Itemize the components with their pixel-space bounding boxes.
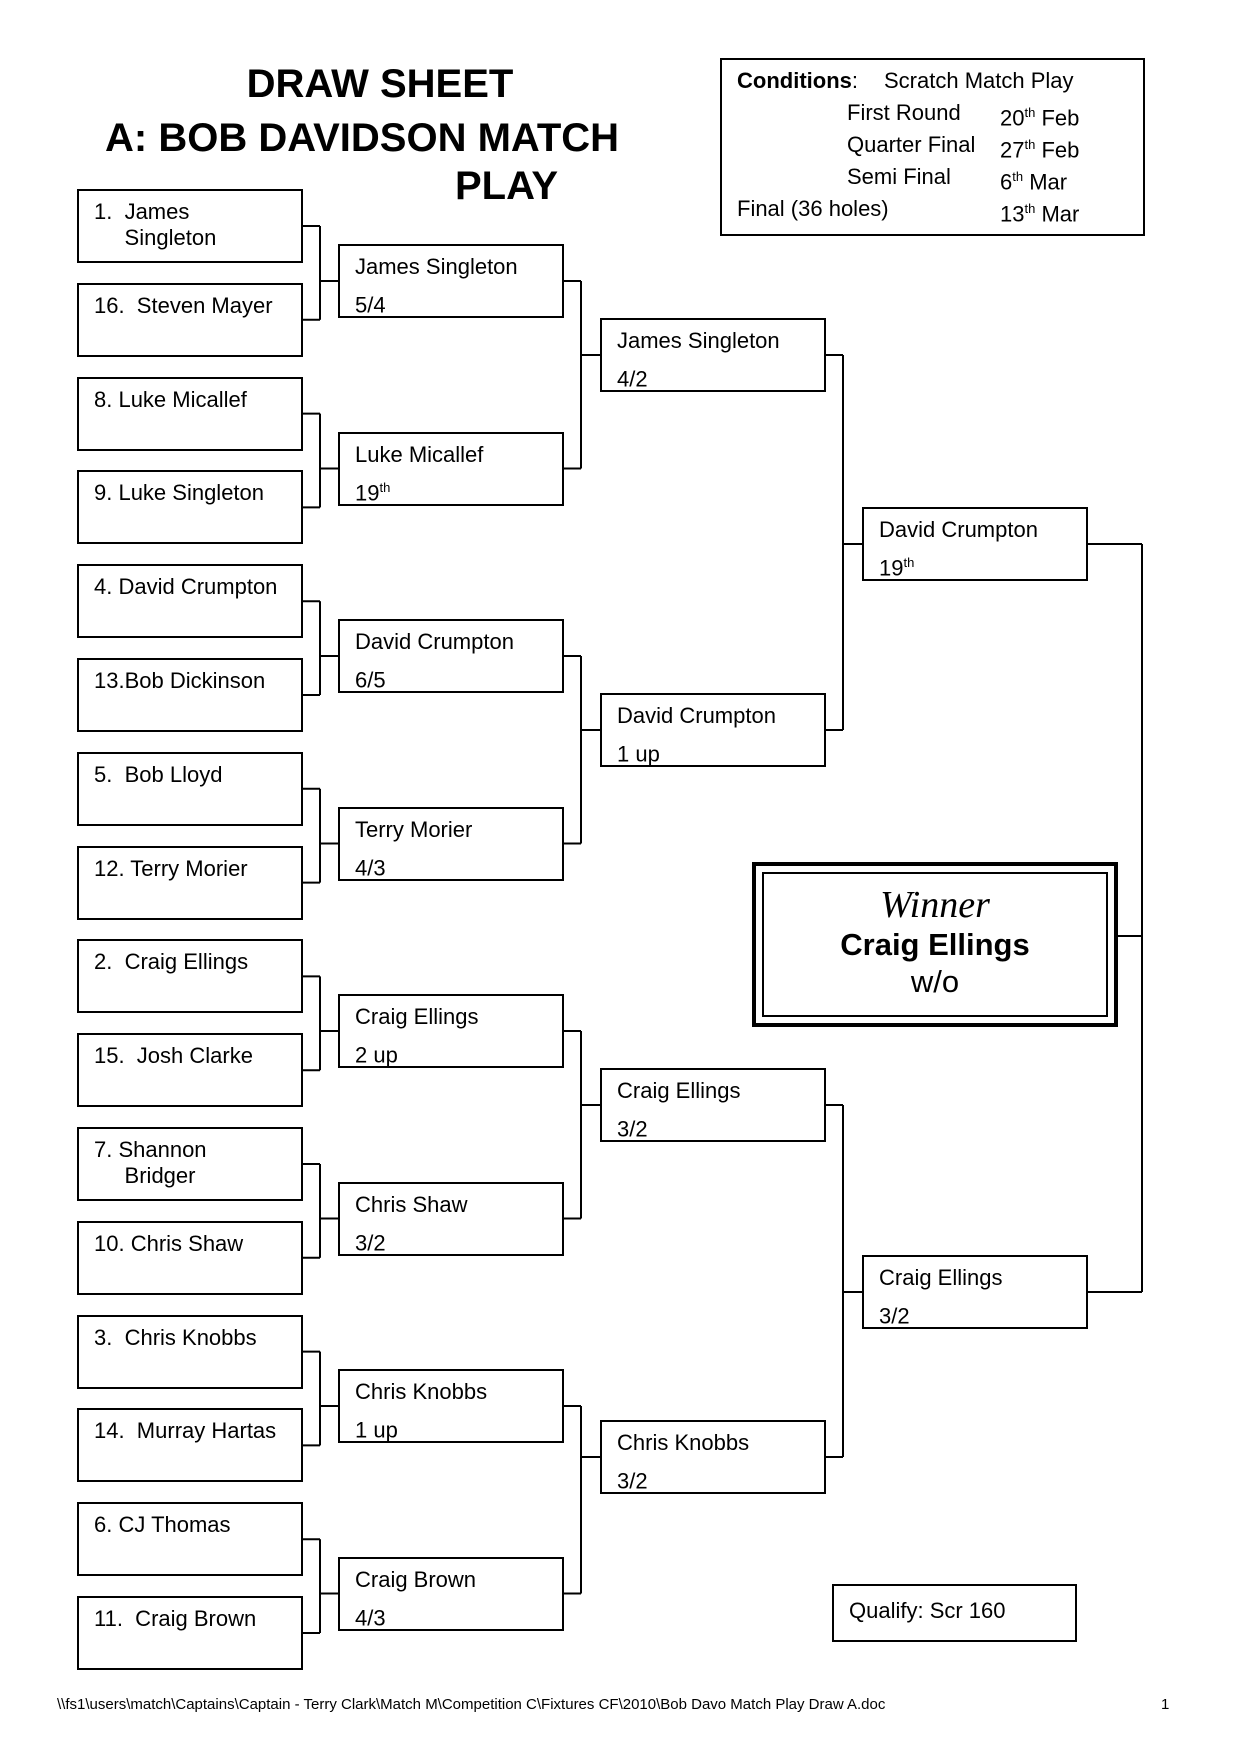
quarter-final-entry: Chris Knobbs 3/2 [600,1420,826,1494]
player-name: Chris Knobbs [355,1379,488,1404]
player-name: Craig Ellings [617,1078,741,1103]
first-round-entry: 9. Luke Singleton [77,470,303,545]
round-date: 27th Feb [1000,137,1080,163]
winner-result: w/o [910,964,960,999]
player-name: Craig Brown [355,1566,477,1592]
title-line-3: PLAY [455,164,559,208]
player-name: 12. Terry Morier [94,855,248,881]
round-name: Semi Final [847,164,951,189]
player-name: 16. Steven Mayer [94,292,273,318]
qualify-box: Qualify: Scr 160 [832,1584,1077,1642]
second-round-entry: Luke Micallef 19th [338,431,564,506]
player-name: 14. Murray Hartas [94,1418,277,1444]
player-name: 7. Shannon Bridger [94,1137,207,1188]
player-name: 9. Luke Singleton [94,480,265,506]
first-round-entry: 14. Murray Hartas [77,1408,303,1483]
quarter-final-entry: Craig Ellings 3/2 [600,1068,826,1142]
match-result: 4/3 [355,1604,386,1630]
round-name: First Round [847,100,961,125]
match-result: 19th [879,555,915,581]
first-round-entry: 5. Bob Lloyd [77,751,303,826]
player-name: 5. Bob Lloyd [94,761,223,787]
match-result: 1 up [355,1417,398,1443]
second-round-entry: Craig Brown 4/3 [338,1556,564,1631]
round-date: 20th Feb [1000,105,1080,131]
winner-box: Winner Craig Ellings w/o [752,862,1118,1027]
player-name: 3. Chris Knobbs [94,1324,257,1350]
player-name: David Crumpton [879,517,1038,542]
first-round-entry: 8. Luke Micallef [77,376,303,451]
player-name: 4. David Crumpton [94,574,278,600]
second-round-entry: Terry Morier 4/3 [338,806,564,881]
qualify-text: Qualify: Scr 160 [849,1598,1006,1623]
first-round-entry: 4. David Crumpton [77,564,303,639]
first-round-entry: 12. Terry Morier [77,845,303,920]
match-result: 3/2 [617,1468,648,1494]
second-round-entry: James Singleton 5/4 [338,244,564,318]
player-name: Craig Ellings [355,1004,479,1029]
conditions-box: Conditions: Scratch Match Play First Rou… [720,58,1145,236]
player-name: 11. Craig Brown [94,1606,257,1631]
title-line-2: A: BOB DAVIDSON MATCH [105,116,620,160]
second-round-entry: Chris Shaw 3/2 [338,1181,564,1256]
round-date: 13th Mar [1000,201,1080,227]
conditions-label: Conditions: [737,68,858,93]
title-line-1: DRAW SHEET [246,62,514,106]
semi-final-entry: David Crumpton 19th [862,507,1088,581]
player-name: David Crumpton [617,703,776,728]
match-result: 19th [355,479,391,505]
first-round-entry: 7. Shannon Bridger [77,1127,303,1201]
player-name: Terry Morier [355,816,473,842]
first-round-entry: 10. Chris Shaw [77,1220,303,1295]
round-name: Quarter Final [847,132,976,157]
match-result: 4/3 [355,854,386,880]
conditions-format: Scratch Match Play [884,68,1074,93]
player-name: 10. Chris Shaw [94,1230,244,1256]
player-name: James Singleton [355,254,518,279]
player-name: 8. Luke Micallef [94,386,247,412]
player-name: 6. CJ Thomas [94,1512,231,1538]
winner-heading: Winner [880,884,990,926]
winner-inner: Winner Craig Ellings w/o [762,872,1108,1017]
footer-path: \\fs1\users\match\Captains\Captain - Ter… [57,1696,886,1713]
match-result: 5/4 [355,292,386,318]
first-round-entry: 16. Steven Mayer [77,282,303,357]
player-name: 1. James Singleton [94,199,217,250]
first-round-entry: 1. James Singleton [77,189,303,263]
second-round-entry: Craig Ellings 2 up [338,994,564,1068]
first-round-entry: 15. Josh Clarke [77,1033,303,1108]
match-result: 3/2 [355,1229,386,1255]
first-round-entry: 3. Chris Knobbs [77,1314,303,1389]
player-name: 2. Craig Ellings [94,949,249,975]
first-round-entry: 2. Craig Ellings [77,939,303,1014]
first-round-entry: 6. CJ Thomas [77,1502,303,1577]
second-round-entry: David Crumpton 6/5 [338,619,564,693]
player-name: David Crumpton [355,629,514,654]
player-name: 13.Bob Dickinson [94,668,266,693]
round-date: 6th Mar [1000,169,1068,195]
match-result: 4/2 [617,366,648,392]
match-result: 2 up [355,1042,398,1068]
match-result: 3/2 [879,1303,910,1329]
quarter-final-entry: James Singleton 4/2 [600,318,826,392]
match-result: 6/5 [355,667,386,693]
player-name: Craig Ellings [879,1265,1003,1290]
first-round-entry: 13.Bob Dickinson [77,658,303,732]
player-name: Chris Shaw [355,1191,468,1217]
quarter-final-entry: David Crumpton 1 up [600,693,826,767]
match-result: 3/2 [617,1116,648,1142]
match-result: 1 up [617,741,660,767]
semi-final-entry: Craig Ellings 3/2 [862,1255,1088,1329]
first-round-entry: 11. Craig Brown [77,1596,303,1670]
player-name: Chris Knobbs [617,1430,750,1455]
second-round-entry: Chris Knobbs 1 up [338,1369,564,1443]
winner-name: Craig Ellings [840,927,1030,962]
player-name: Luke Micallef [355,441,484,467]
player-name: James Singleton [617,328,780,353]
page-number: 1 [1161,1696,1170,1713]
round-name: Final (36 holes) [737,196,889,221]
player-name: 15. Josh Clarke [94,1043,253,1069]
